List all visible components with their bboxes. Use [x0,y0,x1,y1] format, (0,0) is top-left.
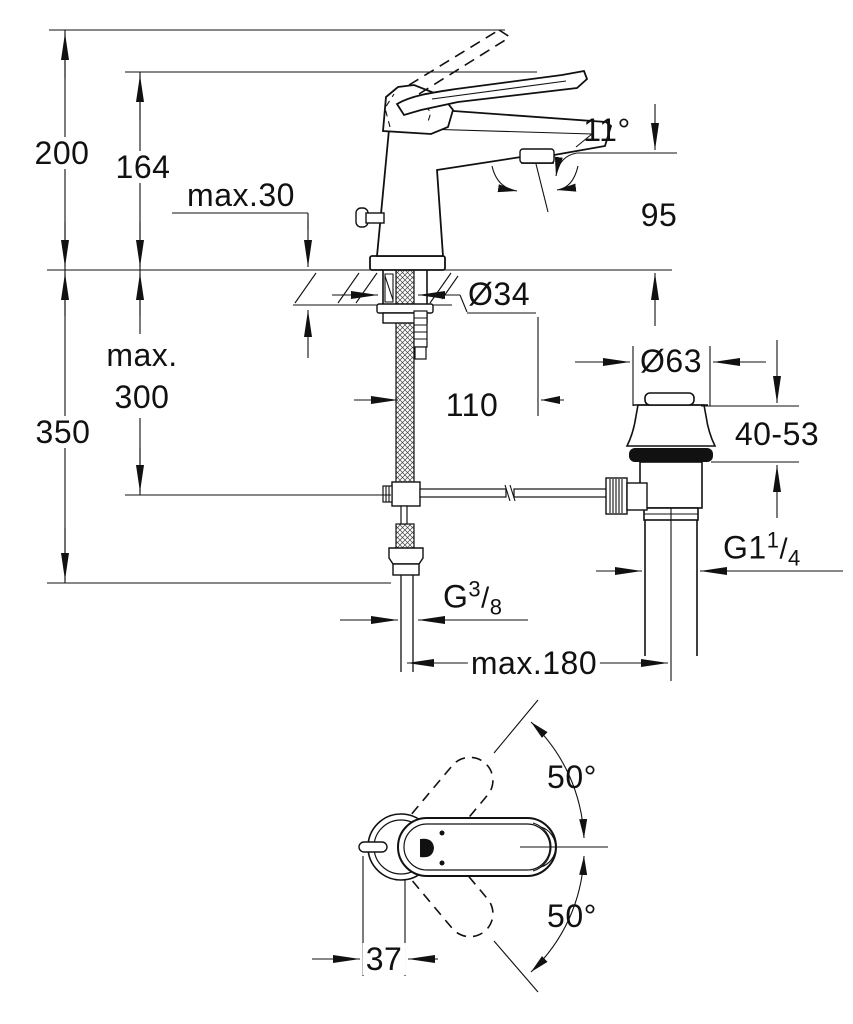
dim-total-height: 200 [31,137,93,169]
aerator [519,148,555,164]
waste-gasket [629,448,713,462]
knob-connector [626,482,648,511]
ext-line-50-lower [493,940,539,993]
dim-swing-upper: 50° [547,759,597,795]
pull-rod-stub [400,505,408,525]
handle-lever [395,69,589,117]
pop-up-waste [605,392,717,656]
top-view [312,699,608,993]
dim-spout-tip-height: 164 [112,151,174,183]
dim-spout-reach: 110 [442,389,502,421]
dim-supply-thread: G3/8 [443,576,503,620]
dim-deck-thickness: max.30 [187,177,295,213]
tee-knurl [382,485,393,503]
pull-rod-arm [365,212,385,224]
arc-50-lower-b [568,855,588,920]
hose-nut-collar [392,563,420,576]
rod-break-mark [504,484,516,502]
stud-end [414,346,427,360]
braided-hose-lower [395,523,415,551]
dim-rod-reach: max.180 [467,647,601,679]
dim-hose-clearance: max. 300 [104,334,180,418]
horizontal-rod-left [419,488,507,498]
horizontal-rod-right [513,488,609,498]
countertop-hatching [294,272,459,304]
dim-waste-flange-diameter: Ø63 [640,343,702,379]
waste-body [639,461,703,509]
spout-inner-line [423,128,593,135]
arc-50-upper-b [568,774,588,839]
waste-flange [625,404,717,447]
hose-nut [388,547,424,565]
dim-waste-thread: G11/4 [723,527,801,571]
faucet-base [369,255,446,271]
dim-stream-angle: 11° [583,112,631,148]
braided-hose-upper [395,267,415,485]
water-stream-line [535,163,549,213]
lever-inner-line [431,80,567,100]
handle-logo-mark [420,838,434,858]
stream-swivel-arc-left [491,165,518,193]
waste-stopper [644,392,695,406]
dim-supply-height: 350 [32,416,94,448]
stream-swivel-arc-right [556,165,579,192]
dim-waste-clamping-range: 40-53 [734,416,820,452]
dim-swing-lower: 50° [547,898,597,934]
pull-rod-tee [391,481,421,507]
arc-50-lower-a [530,918,570,973]
pull-rod-top-view [358,841,388,853]
arc-50-upper-a [530,721,570,776]
dim-spout-outlet-height: 95 [640,197,678,233]
leader-11deg [554,152,578,177]
handle-raised-dashed [408,29,511,95]
ext-line-50-upper [493,699,539,754]
dim-deck-hole-diameter: Ø34 [468,276,530,312]
dim-rod-offset: 37 [362,943,406,975]
front-view [47,29,843,681]
threaded-stud [413,310,428,348]
leader-dia34 [459,294,468,313]
